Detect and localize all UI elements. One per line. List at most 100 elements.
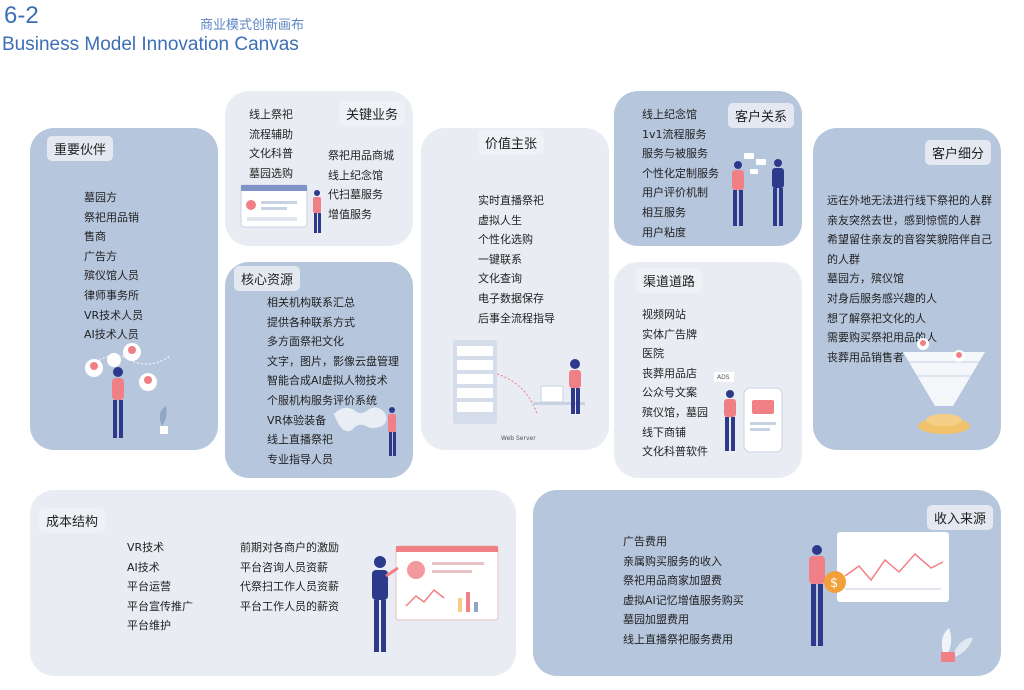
value-propositions-title: 价值主张 (478, 130, 545, 155)
list-item: 平台咨询人员资薪 (240, 560, 328, 574)
list-item: 视频网站 (642, 308, 686, 321)
list-item: 个服机构服务评价系统 (267, 393, 377, 407)
list-item: 虚拟AI记忆增值服务购买 (623, 593, 744, 607)
list-item: 墓园方 (84, 191, 117, 204)
list-item: 丧葬用品店 (642, 366, 697, 380)
list-item: 多方面祭祀文化 (267, 335, 344, 349)
list-item: 平台宣传推广 (127, 599, 193, 613)
cost-structure-list-left: VR技术 AI技术 平台运营 平台宣传推广 平台维护 (127, 538, 193, 636)
funnel-illustration (903, 338, 985, 434)
key-partners-panel: 重要伙伴 墓园方 祭祀用品销 售商 广告方 殡仪馆人员 律师事务所 VR技术人员… (30, 128, 218, 450)
key-activities-title: 关键业务 (339, 101, 406, 126)
list-item: 医院 (642, 347, 664, 361)
list-item: 相关机构联系汇总 (267, 296, 355, 309)
customer-segments-panel: 客户细分 远在外地无法进行线下祭祀的人群 亲友突然去世，感到惊慌的人群 希望留住… (813, 128, 1001, 450)
list-item: 想了解祭祀文化的人 (827, 311, 926, 325)
list-item: 祭祀用品商家加盟费 (623, 574, 722, 588)
list-item: 线上直播祭祀服务费用 (623, 632, 733, 646)
list-item: 平台维护 (127, 619, 171, 633)
revenue-chart-illustration: $ (809, 532, 973, 662)
list-item: 线上纪念馆 (328, 168, 383, 182)
list-item: 墓园方，殡仪馆 (827, 272, 904, 286)
customer-relationships-panel: 客户关系 线上纪念馆 1v1流程服务 服务与被服务 个性化定制服务 用户评价机制… (614, 91, 802, 246)
list-item: 一键联系 (478, 252, 522, 266)
list-item: 亲属购买服务的收入 (623, 554, 722, 568)
ads-label: ADS (717, 374, 730, 381)
revenue-streams-panel: 收入来源 广告费用 亲属购买服务的收入 祭祀用品商家加盟费 虚拟AI记忆增值服务… (533, 490, 1001, 676)
list-item: 后事全流程指导 (478, 311, 555, 325)
customer-segments-list: 远在外地无法进行线下祭祀的人群 亲友突然去世，感到惊慌的人群 希望留住亲友的音容… (827, 191, 992, 367)
list-item: 平台工作人员的薪资 (240, 599, 339, 613)
key-activities-list-left: 线上祭祀 流程辅助 文化科普 墓园选购 (249, 105, 293, 183)
list-item: 殡仪馆，墓园 (642, 405, 708, 419)
cost-structure-list-right: 前期对各商户的激励 平台咨询人员资薪 代祭扫工作人员资薪 平台工作人员的薪资 (240, 538, 339, 616)
list-item: 祭祀用品商城 (328, 149, 394, 162)
customer-relationships-title: 客户关系 (728, 103, 795, 128)
list-item: 墓园加盟费用 (623, 613, 689, 627)
list-item: 需要购买祭祀用品的人 (827, 331, 937, 345)
list-item: 丧葬用品销售者 (827, 350, 904, 364)
channels-panel: 渠道道路 视频网站 实体广告牌 医院 丧葬用品店 公众号文案 殡仪馆，墓园 线下… (614, 262, 802, 478)
list-item: 文化查询 (478, 272, 522, 286)
list-item: 墓园选购 (249, 166, 293, 180)
canvas-title-en: Business Model Innovation Canvas (2, 34, 299, 55)
list-item: 殡仪馆人员 (84, 269, 139, 283)
list-item: 律师事务所 (84, 288, 139, 302)
list-item: 文化科普软件 (642, 445, 708, 459)
world-map-illustration (334, 407, 396, 456)
list-item: 专业指导人员 (267, 452, 333, 466)
canvas-title-cn: 商业模式创新画布 (200, 18, 305, 33)
list-item: 实时直播祭祀 (478, 194, 544, 207)
list-item: 代扫墓服务 (328, 188, 383, 202)
canvas-code: 6-2 (4, 2, 39, 29)
list-item: 售商 (84, 230, 106, 244)
revenue-streams-title: 收入来源 (927, 505, 994, 530)
coin-symbol: $ (830, 576, 838, 591)
key-activities-list-right: 祭祀用品商城 线上纪念馆 代扫墓服务 增值服务 (328, 146, 394, 224)
list-item: 对身后服务感兴趣的人 (827, 291, 937, 305)
list-item: 平台运营 (127, 580, 171, 594)
value-propositions-list: 实时直播祭祀 虚拟人生 个性化选购 一键联系 文化查询 电子数据保存 后事全流程… (478, 191, 555, 328)
list-item: 个性化定制服务 (642, 166, 719, 180)
list-item: VR体验装备 (267, 413, 327, 427)
list-item: 远在外地无法进行线下祭祀的人群 (827, 194, 992, 207)
list-item: 的人群 (827, 252, 860, 266)
cost-structure-title: 成本结构 (39, 508, 106, 533)
presentation-board-illustration (372, 545, 499, 652)
key-resources-list: 相关机构联系汇总 提供各种联系方式 多方面祭祀文化 文字，图片，影像云盘管理 智… (267, 293, 399, 469)
list-item: 线上直播祭祀 (267, 433, 333, 447)
list-item: 流程辅助 (249, 127, 293, 141)
list-item: 实体广告牌 (642, 327, 697, 341)
list-item: 代祭扫工作人员资薪 (240, 580, 339, 594)
web-page-illustration (240, 184, 321, 233)
networking-person-illustration (85, 343, 171, 438)
list-item: 增值服务 (328, 207, 372, 221)
list-item: 祭祀用品销 (84, 210, 139, 224)
list-item: VR技术 (127, 541, 165, 554)
list-item: 公众号文案 (642, 386, 697, 400)
list-item: 线上祭祀 (249, 108, 293, 121)
key-partners-list: 墓园方 祭祀用品销 售商 广告方 殡仪馆人员 律师事务所 VR技术人员 AI技术… (84, 188, 143, 345)
list-item: 文化科普 (249, 147, 293, 161)
list-item: 个性化选购 (478, 233, 533, 247)
customer-relationships-list: 线上纪念馆 1v1流程服务 服务与被服务 个性化定制服务 用户评价机制 相互服务… (642, 105, 719, 242)
list-item: 线下商铺 (642, 425, 686, 439)
list-item: 前期对各商户的激励 (240, 541, 339, 554)
list-item: AI技术 (127, 560, 160, 574)
list-item: 广告费用 (623, 535, 667, 548)
ads-phone-illustration: ADS (714, 372, 783, 453)
key-partners-title: 重要伙伴 (47, 136, 114, 161)
customer-segments-title: 客户细分 (925, 140, 992, 165)
revenue-streams-list: 广告费用 亲属购买服务的收入 祭祀用品商家加盟费 虚拟AI记忆增值服务购买 墓园… (623, 532, 744, 650)
channels-list: 视频网站 实体广告牌 医院 丧葬用品店 公众号文案 殡仪馆，墓园 线下商铺 文化… (642, 305, 708, 462)
list-item: 广告方 (84, 249, 117, 263)
channels-title: 渠道道路 (636, 268, 703, 293)
web-server-caption: Web Server (501, 435, 536, 442)
value-propositions-panel: 价值主张 实时直播祭祀 虚拟人生 个性化选购 一键联系 文化查询 电子数据保存 … (421, 128, 609, 450)
list-item: 希望留住亲友的音容笑貌陪伴自己 (827, 233, 992, 247)
two-people-chatting-illustration (732, 153, 784, 226)
list-item: 文字，图片，影像云盘管理 (267, 354, 399, 368)
list-item: 亲友突然去世，感到惊慌的人群 (827, 213, 981, 227)
list-item: 线上纪念馆 (642, 108, 697, 121)
list-item: 服务与被服务 (642, 147, 708, 161)
